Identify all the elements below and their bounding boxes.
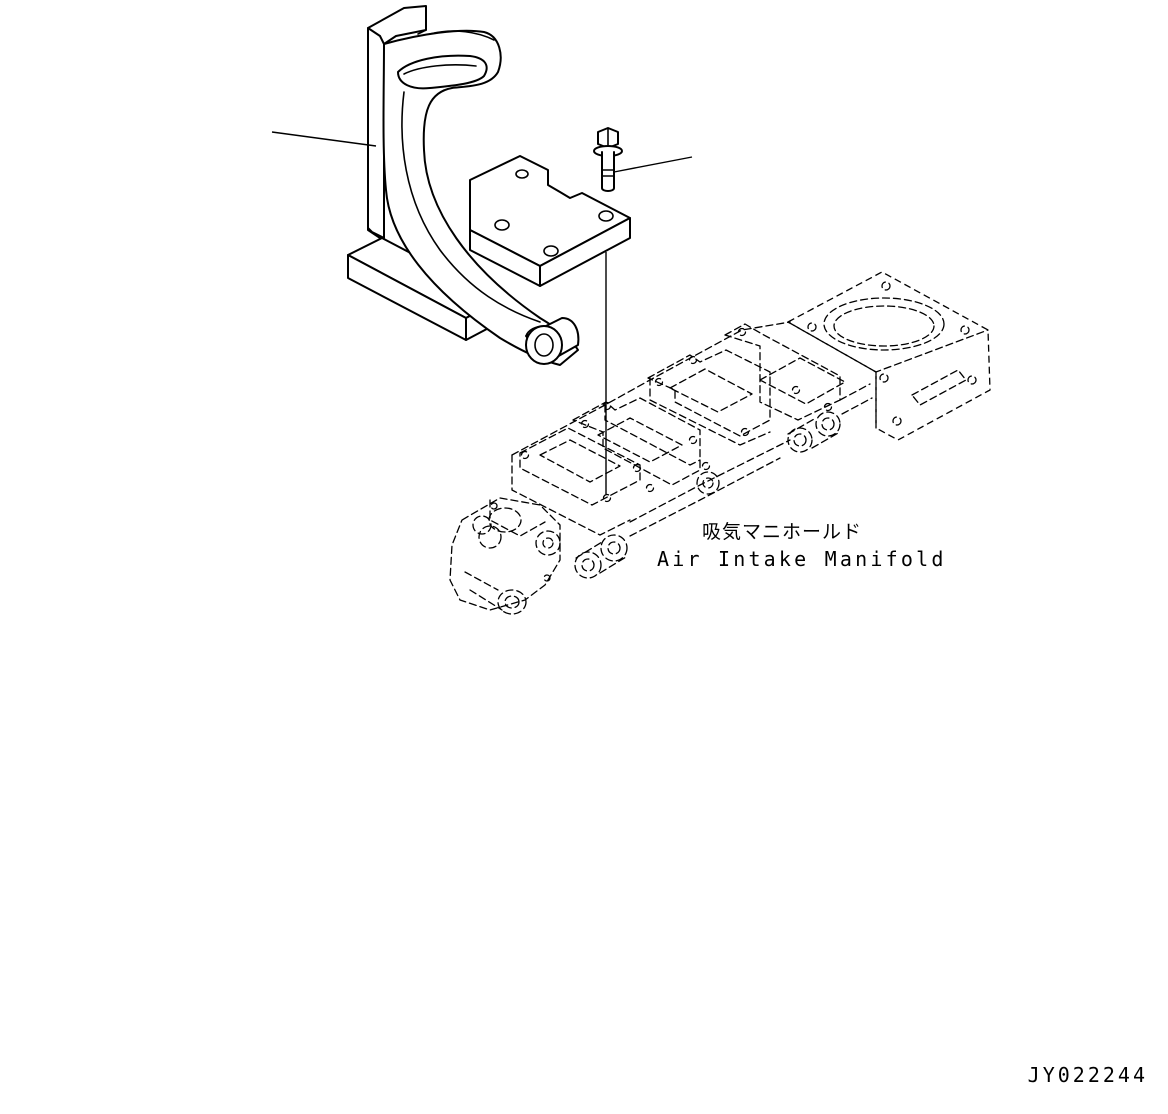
bracket-leader-line (271, 131, 377, 147)
bracket-part (347, 5, 631, 366)
bolt-leader-line (613, 156, 693, 173)
air-intake-manifold-part (449, 271, 991, 615)
leader-lines (271, 131, 693, 494)
flange-bolt-part (593, 127, 623, 192)
drawing-number: JY022244 (1027, 1063, 1148, 1087)
manifold-label-japanese: 吸気マニホールド (702, 521, 863, 543)
manifold-label-english: Air Intake Manifold (657, 547, 947, 571)
